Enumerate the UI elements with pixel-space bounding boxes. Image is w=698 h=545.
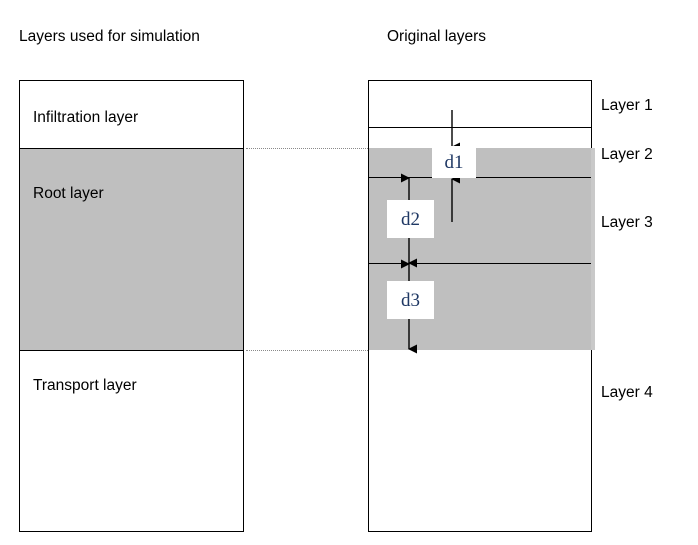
original-layer-label-2: Layer 2	[601, 146, 653, 163]
original-layer-label-3: Layer 3	[601, 214, 653, 231]
original-layer-label-4: Layer 4	[601, 384, 653, 401]
connector-line-bottom	[246, 350, 368, 351]
original-divider-layer2-layer3	[369, 177, 591, 178]
simulation-root-layer-fill	[20, 148, 243, 350]
depth-label-d1: d1	[432, 146, 476, 178]
original-column-heading: Original layers	[387, 28, 487, 45]
simulation-divider-infiltration-root	[20, 148, 243, 149]
connector-line-top	[246, 148, 368, 149]
simulation-layer-label-root: Root layer	[33, 185, 104, 202]
original-divider-layer3-layer4	[369, 263, 591, 264]
original-gray-band-fill	[369, 148, 591, 350]
simulation-column-box: Infiltration layer Root layer Transport …	[19, 80, 244, 532]
simulation-column-heading: Layers used for simulation	[19, 28, 200, 45]
simulation-layer-label-transport: Transport layer	[33, 377, 137, 394]
simulation-divider-root-transport	[20, 350, 243, 351]
original-divider-layer1-layer2	[369, 127, 591, 128]
original-gray-band-edge	[591, 148, 595, 350]
original-layer-label-1: Layer 1	[601, 97, 653, 114]
simulation-layer-label-infiltration: Infiltration layer	[33, 109, 139, 126]
depth-label-d2: d2	[387, 200, 434, 238]
depth-label-d3: d3	[387, 281, 434, 319]
